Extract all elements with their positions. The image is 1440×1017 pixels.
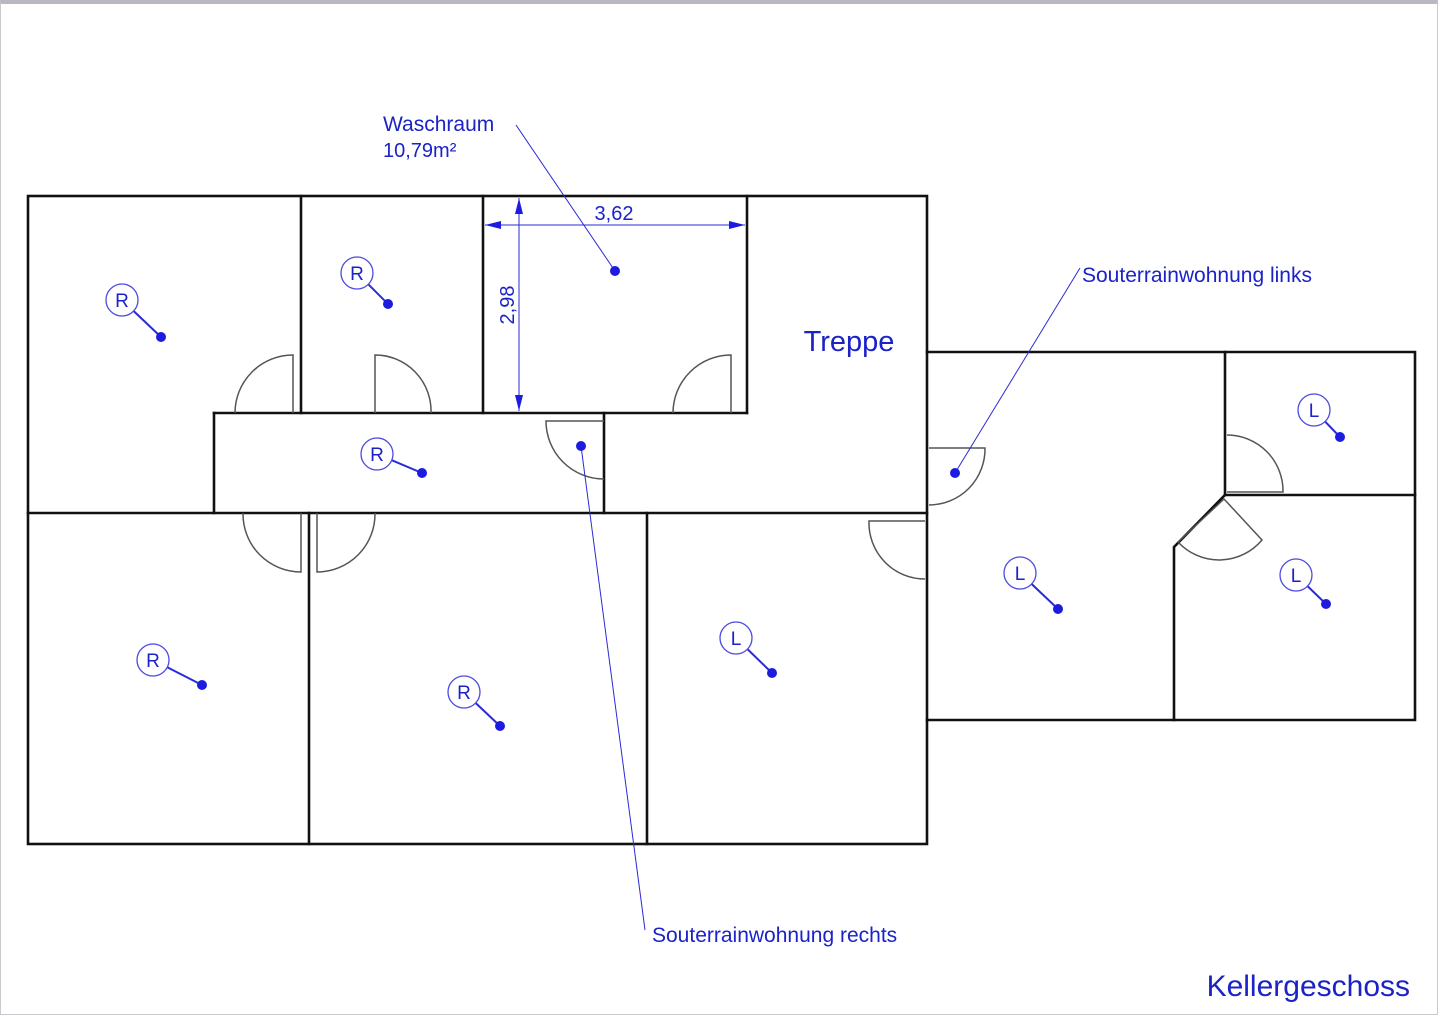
waschraum-label: Waschraum xyxy=(383,113,494,136)
marker-circle xyxy=(360,437,394,471)
marker-dot xyxy=(383,299,393,309)
marker-letter: R xyxy=(146,651,160,672)
marker-dot xyxy=(1321,599,1331,609)
marker-letter: R xyxy=(350,264,364,285)
souterrain-rechts-label: Souterrainwohnung rechts xyxy=(652,924,897,947)
room-marker-L: L xyxy=(1297,393,1345,442)
waschraum-area: 10,79m² xyxy=(383,140,457,162)
marker-circle xyxy=(105,283,139,317)
room-marker-L: L xyxy=(1279,558,1331,609)
marker-letter: R xyxy=(457,683,471,704)
room-marker-L: L xyxy=(719,621,777,678)
dimension-depth: 2,98 xyxy=(497,286,519,325)
souterrain-links-label: Souterrainwohnung links xyxy=(1082,264,1312,287)
dimension-lines: 3,62 2,98 xyxy=(485,198,745,411)
treppe-label: Treppe xyxy=(804,326,895,358)
marker-circle xyxy=(136,643,170,677)
marker-circle xyxy=(1279,558,1313,592)
souterrain-links-dot xyxy=(950,468,960,478)
marker-dot xyxy=(1335,432,1345,442)
floor-title: Kellergeschoss xyxy=(1207,970,1410,1003)
room-marker-R: R xyxy=(360,437,427,478)
marker-letter: R xyxy=(115,291,129,312)
room-marker-R: R xyxy=(105,283,166,342)
marker-letter: R xyxy=(370,445,384,466)
marker-letter: L xyxy=(1015,564,1026,585)
doors xyxy=(234,354,1284,580)
room-marker-R: R xyxy=(136,643,207,690)
marker-letter: L xyxy=(1309,401,1320,422)
room-marker-R: R xyxy=(340,256,393,309)
marker-dot xyxy=(1053,604,1063,614)
marker-dot xyxy=(767,668,777,678)
marker-circle xyxy=(340,256,374,290)
room-marker-R: R xyxy=(447,675,505,731)
walls xyxy=(26,194,1417,846)
marker-dot xyxy=(417,468,427,478)
marker-letter: L xyxy=(1291,566,1302,587)
marker-letter: L xyxy=(731,629,742,650)
room-marker-L: L xyxy=(1003,556,1063,614)
marker-circle xyxy=(719,621,753,655)
marker-circle xyxy=(447,675,481,709)
marker-dot xyxy=(495,721,505,731)
room-markers: R R R R R L L L L xyxy=(105,256,1345,731)
marker-circle xyxy=(1297,393,1331,427)
marker-circle xyxy=(1003,556,1037,590)
souterrain-rechts-dot xyxy=(576,441,586,451)
marker-dot xyxy=(156,332,166,342)
marker-dot xyxy=(197,680,207,690)
waschraum-dot xyxy=(610,266,620,276)
dimension-width: 3,62 xyxy=(595,203,634,225)
leader-lines xyxy=(515,124,1081,931)
labels: Waschraum 10,79m² Treppe Souterrainwohnu… xyxy=(383,113,1410,1003)
